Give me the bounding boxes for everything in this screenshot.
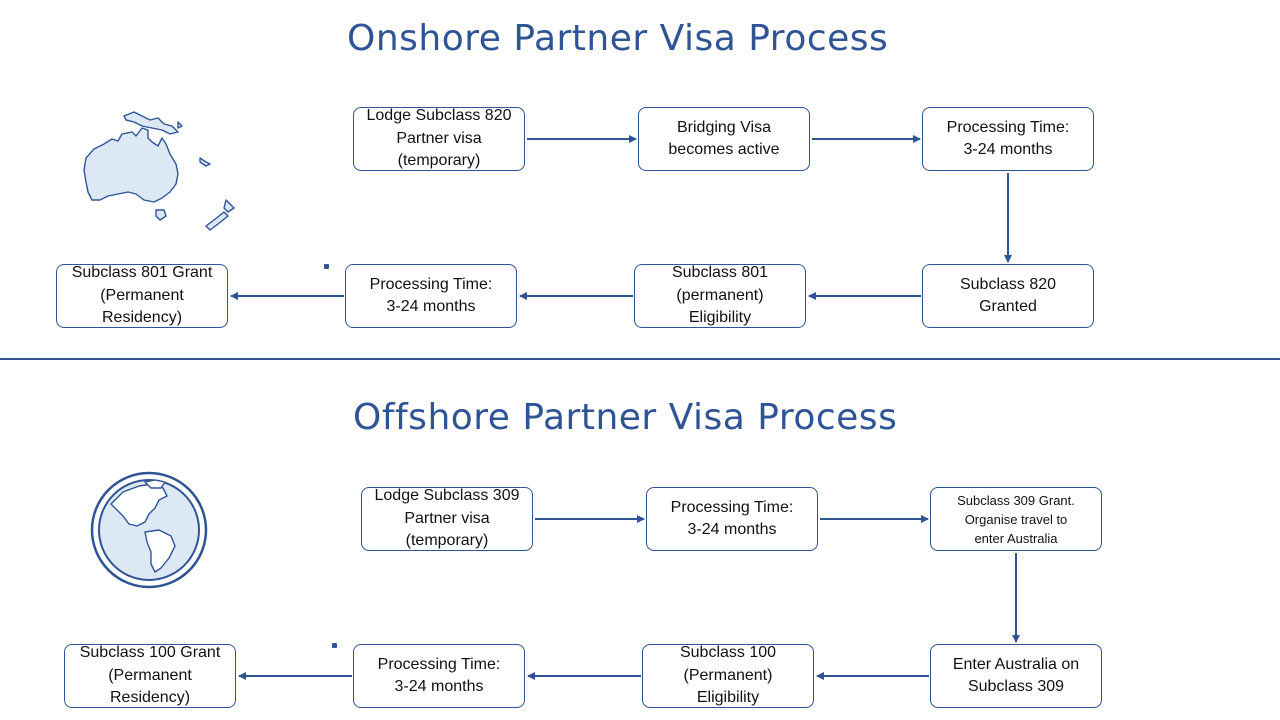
offshore-step-100-eligibility-label: Subclass 100 (Permanent) Eligibility [679, 644, 777, 707]
onshore-title: Onshore Partner Visa Process [347, 18, 889, 59]
onshore-step-bridging: Bridging Visa becomes active [638, 107, 810, 171]
offshore-step-309-grant-label: Subclass 309 Grant. Organise travel to e… [957, 492, 1075, 546]
offshore-step-100-grant-label: Subclass 100 Grant (Permanent Residency) [79, 644, 221, 707]
onshore-step-processing-2: Processing Time: 3-24 months [345, 264, 517, 328]
onshore-step-bridging-label: Bridging Visa becomes active [668, 118, 780, 159]
onshore-step-lodge-label: Lodge Subclass 820 Partner visa (tempora… [366, 107, 512, 170]
onshore-step-801-grant: Subclass 801 Grant (Permanent Residency) [56, 264, 228, 328]
onshore-step-801-eligibility: Subclass 801 (permanent) Eligibility [634, 264, 806, 328]
decor-dot [332, 643, 337, 648]
onshore-step-801-eligibility-label: Subclass 801 (permanent) Eligibility [671, 264, 769, 327]
offshore-step-enter-australia-label: Enter Australia on Subclass 309 [952, 655, 1080, 696]
offshore-step-lodge: Lodge Subclass 309 Partner visa (tempora… [361, 487, 533, 551]
onshore-step-processing-label: Processing Time: 3-24 months [946, 118, 1070, 159]
decor-dot [324, 264, 329, 269]
onshore-step-processing-2-label: Processing Time: 3-24 months [369, 275, 493, 316]
globe-icon [90, 471, 208, 589]
offshore-step-processing-label: Processing Time: 3-24 months [670, 498, 794, 539]
offshore-step-enter-australia: Enter Australia on Subclass 309 [930, 644, 1102, 708]
onshore-step-801-grant-label: Subclass 801 Grant (Permanent Residency) [71, 264, 213, 327]
onshore-step-lodge: Lodge Subclass 820 Partner visa (tempora… [353, 107, 525, 171]
section-divider [0, 358, 1280, 360]
onshore-step-processing: Processing Time: 3-24 months [922, 107, 1094, 171]
onshore-step-820-granted: Subclass 820 Granted [922, 264, 1094, 328]
offshore-step-100-eligibility: Subclass 100 (Permanent) Eligibility [642, 644, 814, 708]
offshore-title: Offshore Partner Visa Process [353, 397, 898, 438]
onshore-step-820-granted-label: Subclass 820 Granted [959, 275, 1057, 316]
offshore-step-lodge-label: Lodge Subclass 309 Partner visa (tempora… [374, 487, 520, 550]
offshore-step-100-grant: Subclass 100 Grant (Permanent Residency) [64, 644, 236, 708]
australia-map-icon [83, 111, 235, 231]
offshore-step-processing-2-label: Processing Time: 3-24 months [377, 655, 501, 696]
offshore-step-309-grant: Subclass 309 Grant. Organise travel to e… [930, 487, 1102, 551]
offshore-step-processing-2: Processing Time: 3-24 months [353, 644, 525, 708]
offshore-step-processing: Processing Time: 3-24 months [646, 487, 818, 551]
